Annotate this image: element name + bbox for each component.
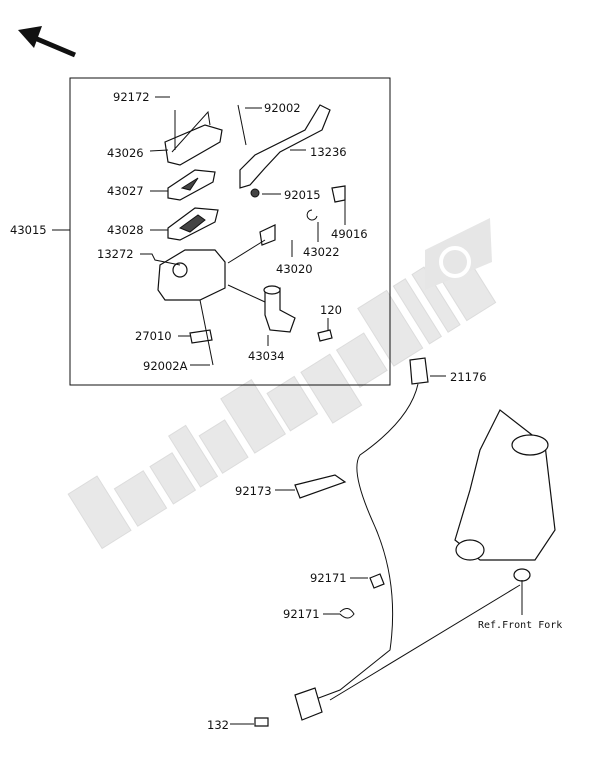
- part-label-21176[interactable]: 21176: [450, 370, 487, 384]
- part-label-120[interactable]: 120: [320, 303, 342, 317]
- part-label-43015[interactable]: 43015: [10, 223, 47, 237]
- part-label-43034[interactable]: 43034: [248, 349, 285, 363]
- part-label-49016[interactable]: 49016: [331, 227, 368, 241]
- leader-lines: [140, 96, 446, 725]
- part-label-92172[interactable]: 92172: [113, 90, 150, 104]
- part-label-92002A[interactable]: 92002A: [143, 359, 188, 373]
- gear-watermark-icon: [425, 218, 492, 290]
- reservoir-cap: [164, 124, 223, 166]
- assembly-box: [69, 77, 391, 386]
- part-label-13272[interactable]: 13272: [97, 247, 134, 261]
- part-label-27010[interactable]: 27010: [135, 329, 172, 343]
- part-label-92173[interactable]: 92173: [235, 484, 272, 498]
- part-label-13236[interactable]: 13236: [310, 145, 347, 159]
- part-label-43022[interactable]: 43022: [303, 245, 340, 259]
- front-direction-arrow-icon: [18, 26, 76, 58]
- part-label-92171-upper[interactable]: 92171: [310, 571, 347, 585]
- clamp-holder: [263, 285, 296, 333]
- part-label-92015[interactable]: 92015: [284, 188, 321, 202]
- part-label-132[interactable]: 132: [207, 718, 229, 732]
- part-label-43026[interactable]: 43026: [107, 146, 144, 160]
- part-label-92002[interactable]: 92002: [264, 101, 301, 115]
- brake-lever: [239, 104, 331, 189]
- part-label-43020[interactable]: 43020: [276, 262, 313, 276]
- reference-front-fork-label: Ref.Front Fork: [478, 620, 562, 631]
- watermark: [67, 244, 497, 550]
- part-label-92171-lower[interactable]: 92171: [283, 607, 320, 621]
- brake-switch-cable: [254, 357, 429, 727]
- diaphragm-plate: [167, 169, 216, 201]
- front-fork-bracket: [454, 409, 556, 582]
- diaphragm: [167, 207, 219, 241]
- master-cylinder-body: [157, 249, 226, 301]
- part-label-43027[interactable]: 43027: [107, 184, 144, 198]
- part-label-43028[interactable]: 43028: [107, 223, 144, 237]
